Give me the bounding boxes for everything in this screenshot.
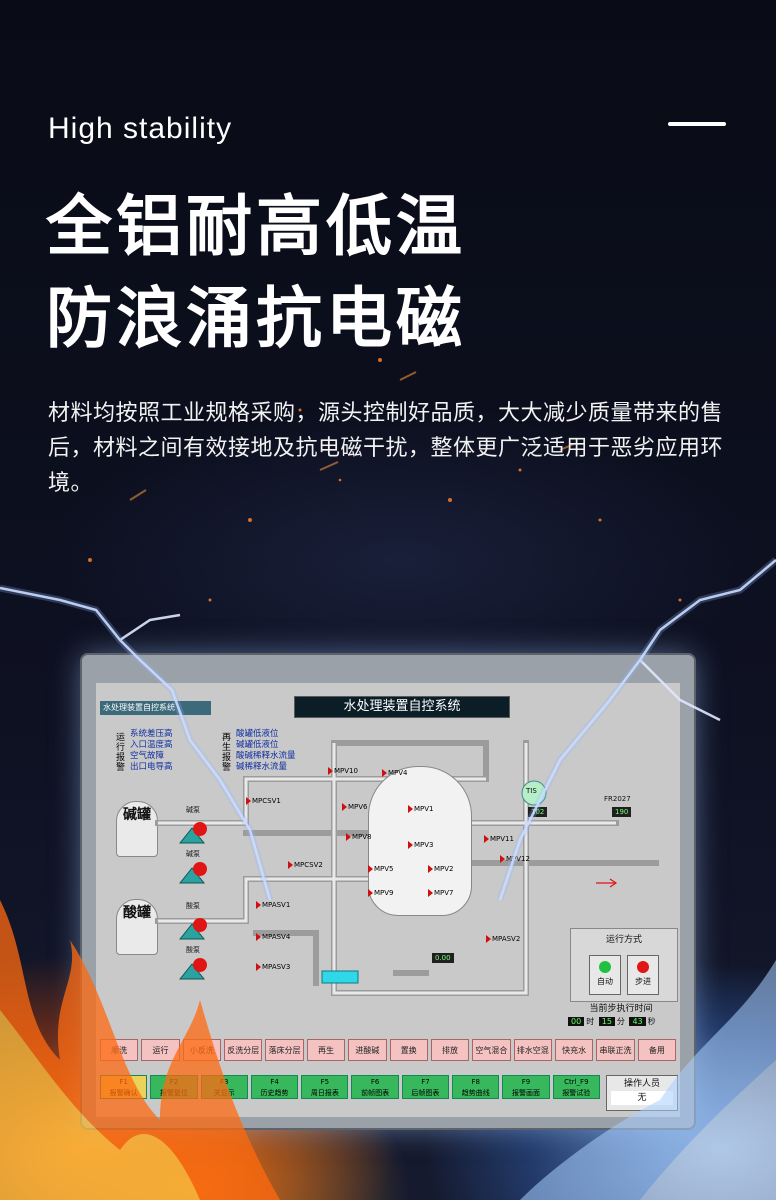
timer-hours-unit: 时 [586,1017,595,1026]
valve-mpasv4[interactable]: MPASV4 [256,933,290,941]
step-button[interactable]: 落床分层 [265,1039,304,1061]
step-mode-button[interactable]: 步进 [627,955,659,995]
fkey-button[interactable]: F7 后帧图表 [401,1075,450,1099]
step-button[interactable]: 进酸碱 [348,1039,387,1061]
operation-mode-title: 运行方式 [605,935,642,945]
fkey-key: F8 [471,1078,480,1086]
fkey-button[interactable]: F5 周日报表 [301,1075,349,1099]
valve-mpv7[interactable]: MPV7 [428,889,454,897]
valve-mpv3[interactable]: MPV3 [408,841,434,849]
tagline: High stability [48,112,233,145]
level-readout: 0.00 [432,953,454,963]
timer-minutes-unit: 分 [616,1017,625,1026]
valve-mpv10[interactable]: MPV10 [328,767,358,775]
fkey-label: 历史趋势 [260,1089,289,1097]
timer-minutes: 15 [598,1017,615,1026]
decorative-dash [668,122,726,126]
valve-mpv8[interactable]: MPV8 [346,833,372,841]
valve-mpv9[interactable]: MPV9 [368,889,394,897]
fkey-button[interactable]: F4 历史趋势 [250,1075,299,1099]
step-button[interactable]: 快充水 [554,1039,594,1061]
pump-label: 酸泵 [186,902,200,910]
fkey-label: 前帧图表 [361,1089,390,1097]
auto-indicator-icon [599,961,611,973]
step-button[interactable]: 备用 [637,1039,677,1061]
valve-mpasv1[interactable]: MPASV1 [256,901,290,909]
timer-seconds: 43 [629,1017,646,1026]
operator-label: 操作人员 [623,1079,660,1089]
timer-hours: 00 [568,1017,585,1026]
step-button[interactable]: 反洗分层 [224,1039,263,1061]
fkey-label: 报警试验 [562,1089,591,1097]
valve-mpv5[interactable]: MPV5 [368,865,394,873]
fkey-button[interactable]: F9 报警画面 [502,1075,550,1099]
step-button[interactable]: 空气混合 [472,1039,511,1061]
valve-mpasv3[interactable]: MPASV3 [256,963,290,971]
valve-mpv4[interactable]: MPV4 [382,769,408,777]
valve-mpcsv2[interactable]: MPCSV2 [288,861,323,869]
fkey-key: F9 [521,1078,531,1086]
step-button[interactable]: 置换 [389,1039,428,1061]
valve-mpasv2[interactable]: MPASV2 [486,935,520,943]
step-button[interactable]: 排放 [430,1039,470,1061]
fkey-button[interactable]: Ctrl_F9 报警试验 [552,1075,600,1099]
valve-mpv2[interactable]: MPV2 [428,865,454,873]
step-button[interactable]: 串联正洗 [596,1039,635,1061]
auto-mode-label: 自动 [597,977,613,986]
headline-line1: 全铝耐高低温 [46,188,466,265]
operator-panel: 操作人员 无 [606,1075,678,1111]
fkey-label: 周日报表 [310,1089,339,1097]
fkey-label: 趋势曲线 [461,1089,490,1097]
fkey-label: 后帧图表 [411,1089,440,1097]
headline-line2: 防浪涌抗电磁 [46,280,466,357]
step-button[interactable]: 排水空混 [513,1039,552,1061]
step-indicator-icon [637,961,649,973]
auto-mode-button[interactable]: 自动 [589,955,621,995]
timer-seconds-unit: 秒 [647,1017,656,1026]
operation-mode-panel: 运行方式 自动 步进 [570,928,678,1002]
pump-label: 酸泵 [186,946,200,954]
fkey-key: F5 [320,1078,330,1086]
description: 材料均按照工业规格采购，源头控制好品质，大大减少质量带来的售后，材料之间有效接地… [48,401,724,496]
step-timer-title: 当前步执行时间 [589,1004,653,1014]
valve-mpv1[interactable]: MPV1 [408,805,434,813]
fkey-key: F4 [270,1078,279,1086]
fkey-label: 报警画面 [512,1089,541,1097]
screen-title: 水处理装置自控系统 [294,696,510,718]
fkey-key: F7 [421,1078,430,1086]
fkey-button[interactable]: F8 趋势曲线 [452,1075,500,1099]
step-mode-label: 步进 [635,977,651,986]
fkey-button[interactable]: F6 前帧图表 [351,1075,399,1099]
fkey-key: F6 [370,1078,380,1086]
fkey-key: Ctrl_F9 [564,1078,589,1086]
step-button[interactable]: 再生 [306,1039,346,1061]
step-button[interactable]: 运行 [141,1039,180,1061]
valve-mpv6[interactable]: MPV6 [342,803,368,811]
